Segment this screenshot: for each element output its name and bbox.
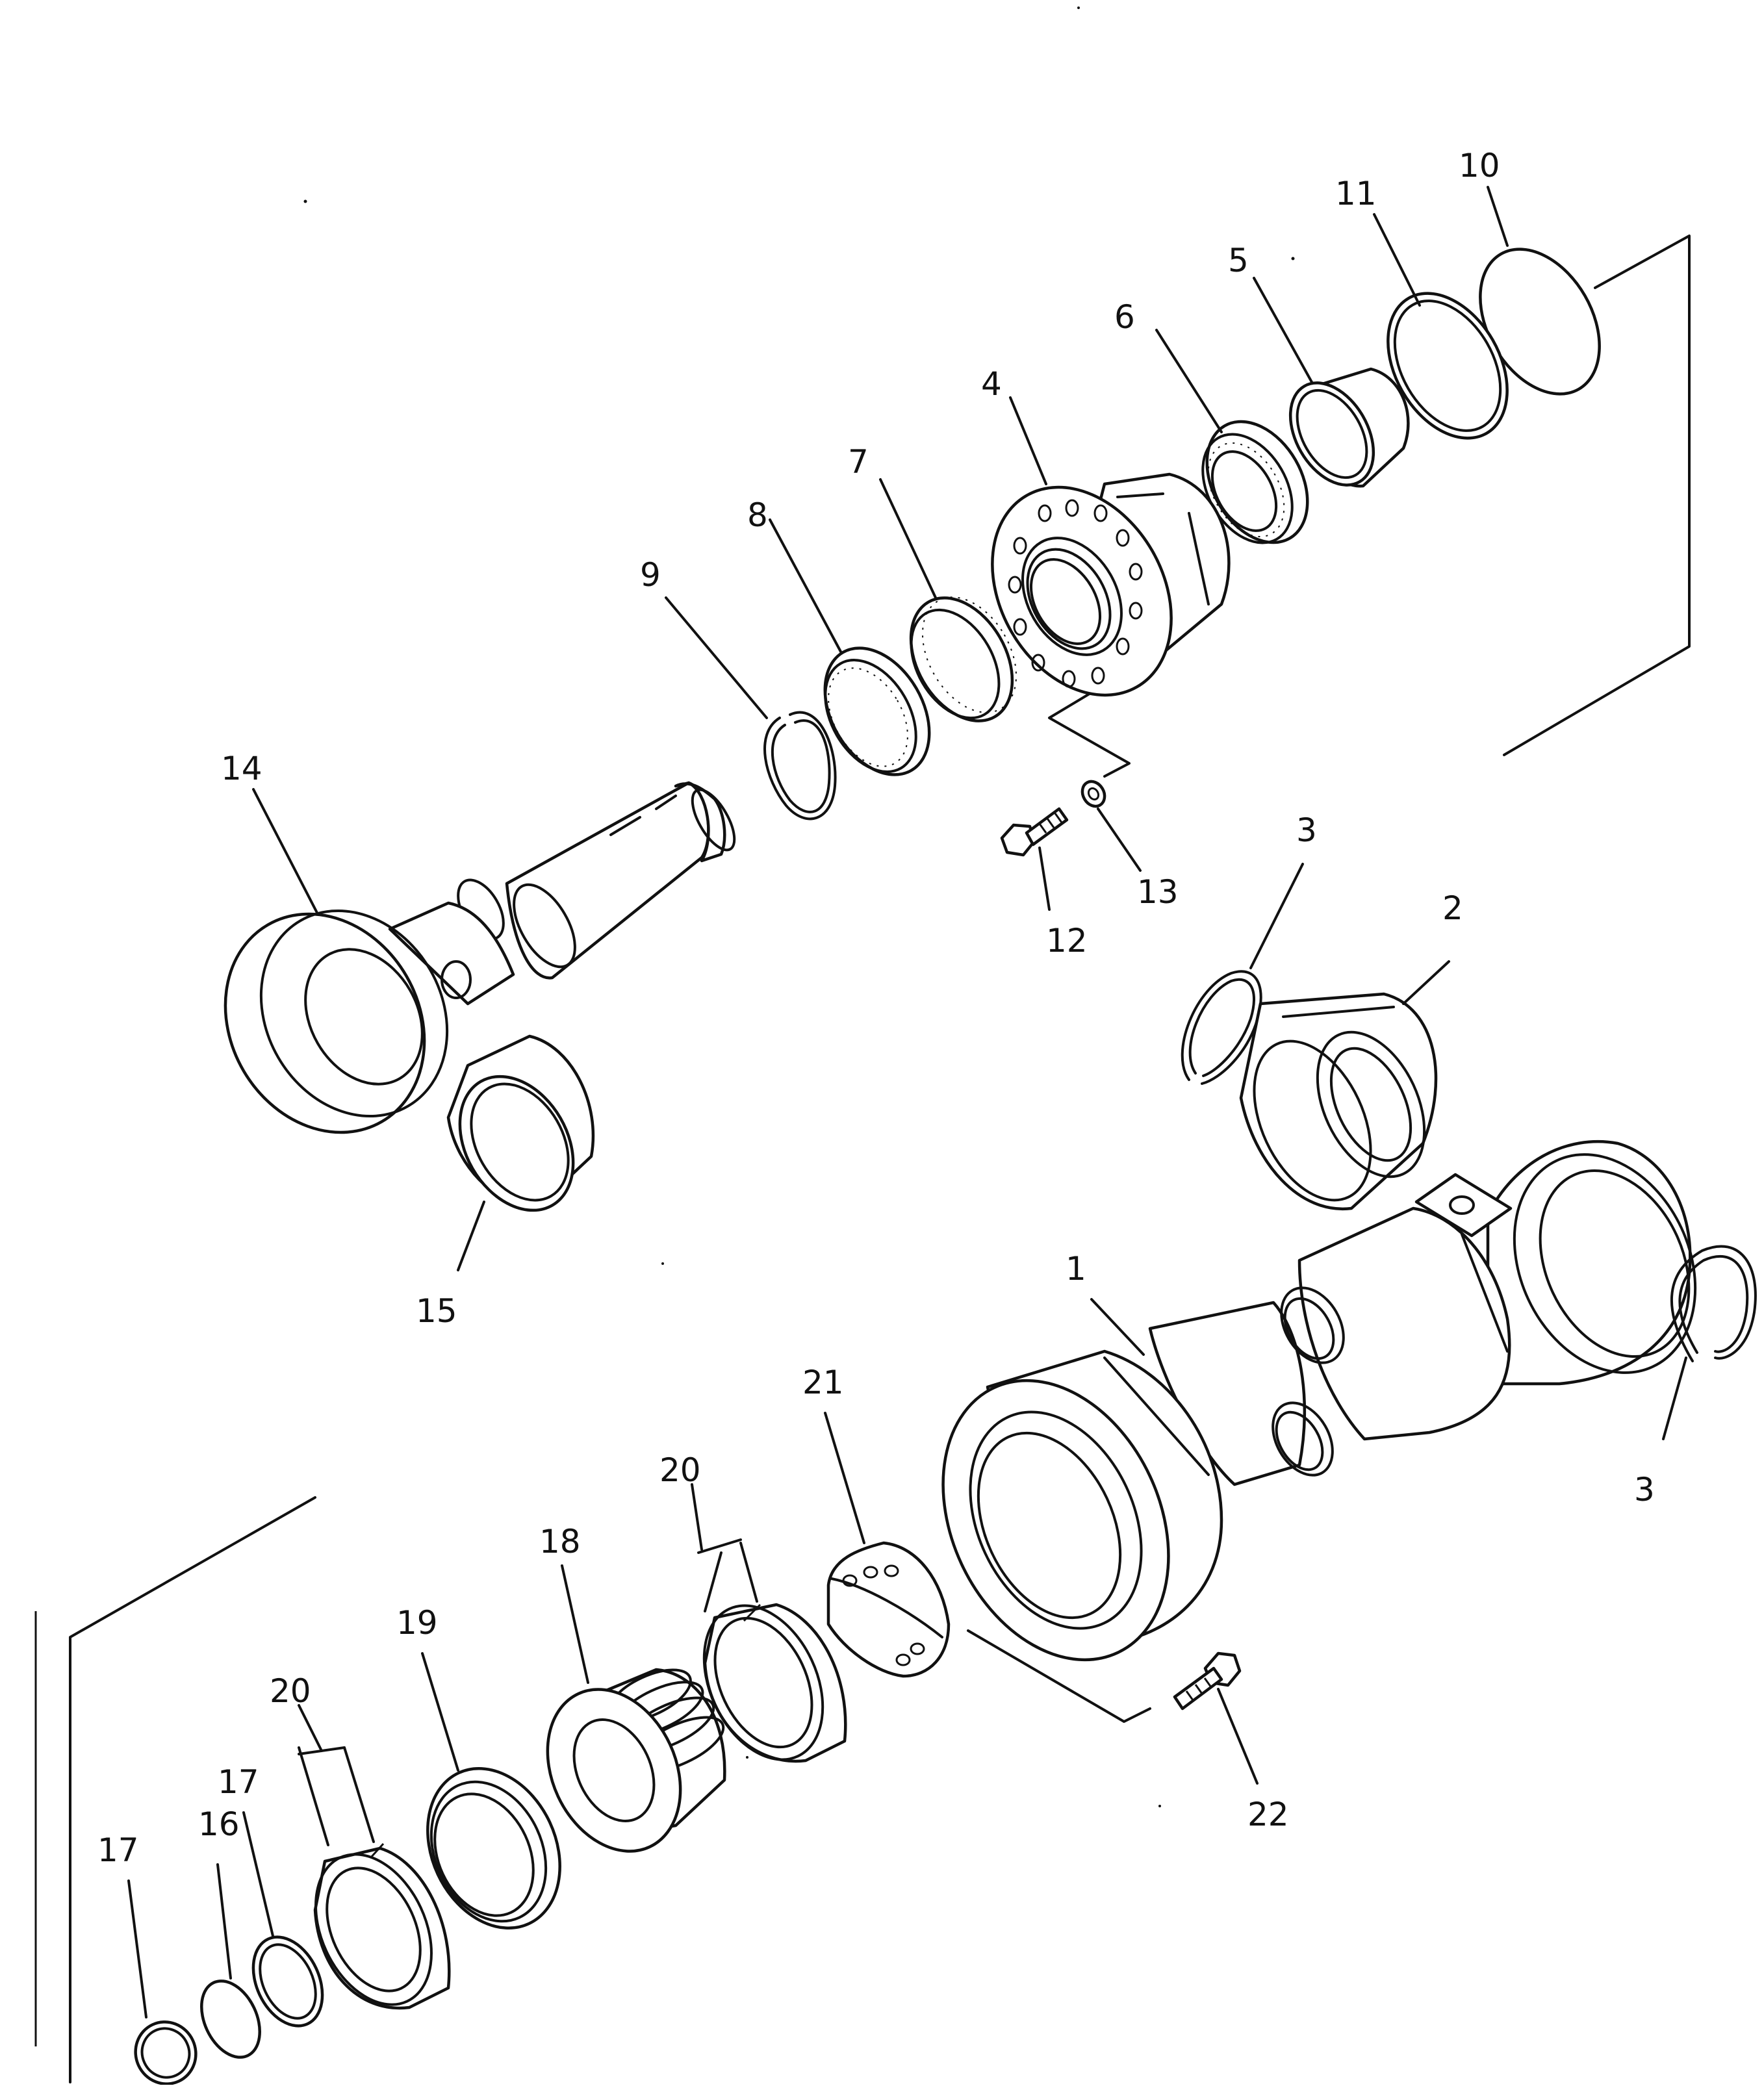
leader-6 [1155, 329, 1223, 433]
leader-1 [1090, 1298, 1145, 1356]
leader-2 [1402, 960, 1450, 1005]
part-12-bolt [1000, 807, 1069, 857]
part-2-bushing [1239, 992, 1438, 1211]
leader-20-upper-c [691, 1483, 703, 1551]
callout-20-lower: 20 [270, 1672, 311, 1710]
part-18-piston [546, 1668, 726, 1853]
head-bolt-holes [1008, 499, 1143, 688]
part-3-snap-ring-upper [1181, 970, 1262, 1085]
callout-22: 22 [1247, 1796, 1289, 1833]
part-7-wear-ring [909, 596, 1017, 722]
callout-3-upper: 3 [1296, 811, 1317, 849]
part-20-piston-ring-lower [313, 1842, 451, 2010]
leader-20-lower-b [343, 1746, 375, 1843]
part-15-bushing [446, 1034, 595, 1212]
part-13-washer [1080, 780, 1106, 808]
part-19-wear-ring [426, 1766, 561, 1930]
callout-17-right: 17 [218, 1763, 259, 1801]
leader-14 [252, 788, 318, 914]
part-11-backup-ring [1387, 292, 1509, 440]
part-1-cylinder-tube [941, 1139, 1697, 1662]
callout-21: 21 [802, 1364, 844, 1401]
part-21-piston-nut [826, 1541, 951, 1678]
part-17-backup-ring-upper [251, 1935, 324, 2028]
callout-20-upper: 20 [659, 1451, 701, 1489]
bolt-reference-line-12-13 [1048, 687, 1131, 778]
part-16-o-ring [200, 1980, 261, 2059]
bolt-reference-line-22 [967, 1629, 1151, 1723]
part-17-backup-ring-lower [134, 2020, 198, 2085]
leader-5 [1253, 277, 1314, 385]
leader-15 [457, 1201, 485, 1271]
callout-8: 8 [747, 496, 768, 534]
callout-12: 12 [1046, 922, 1088, 960]
callout-17-left: 17 [97, 1831, 139, 1869]
callout-19: 19 [396, 1604, 438, 1642]
part-8-rod-packing [823, 646, 931, 776]
leader-22 [1217, 1688, 1259, 1785]
part-3-snap-ring-lower [1670, 1245, 1757, 1362]
leader-11 [1373, 213, 1421, 307]
part-20-piston-ring-upper [702, 1603, 847, 1763]
leader-12 [1038, 847, 1051, 911]
callout-7: 7 [848, 443, 869, 481]
callout-9: 9 [640, 556, 661, 594]
assembly-bracket-lower [34, 1496, 316, 2083]
leader-19 [421, 1652, 459, 1772]
leader-17-left [127, 1879, 147, 2018]
leader-20-upper-b [739, 1542, 758, 1603]
callout-18: 18 [539, 1523, 581, 1560]
part-22-bolt [1173, 1651, 1242, 1711]
leader-3-lower [1662, 1356, 1687, 1440]
callout-15: 15 [416, 1292, 457, 1330]
assembly-bracket-upper [1503, 235, 1691, 756]
leader-9 [665, 596, 768, 719]
callout-4: 4 [981, 365, 1002, 403]
callout-3-lower: 3 [1634, 1471, 1655, 1509]
part-9-snap-ring [763, 711, 837, 821]
callout-11: 11 [1335, 175, 1377, 212]
callout-10: 10 [1459, 147, 1500, 185]
callout-5: 5 [1228, 242, 1249, 279]
scan-specks [303, 6, 1295, 1807]
callout-14: 14 [221, 750, 262, 787]
leader-20-lower-c [298, 1704, 323, 1752]
callout-16: 16 [198, 1805, 240, 1843]
callout-labels: 1 2 3 3 4 5 6 7 8 9 10 11 12 13 14 15 16… [97, 147, 1655, 1869]
leader-7 [879, 478, 937, 599]
leader-4 [1009, 396, 1047, 485]
leader-17-right [242, 1811, 274, 1937]
leader-13 [1097, 808, 1142, 872]
leader-10 [1487, 186, 1509, 247]
leader-3-upper [1249, 863, 1304, 969]
callout-13: 13 [1137, 873, 1179, 911]
leader-20-upper-box [697, 1538, 742, 1554]
leader-8 [769, 518, 843, 654]
part-14-piston-rod [224, 781, 736, 1134]
leader-lines [127, 186, 1687, 2018]
callout-1: 1 [1066, 1250, 1086, 1288]
callout-2: 2 [1442, 889, 1463, 927]
leader-20-lower-a [298, 1746, 329, 1846]
part-5-bushing [1288, 367, 1410, 488]
leader-16 [216, 1863, 232, 1980]
leader-21 [824, 1412, 865, 1544]
leader-18 [561, 1564, 589, 1684]
leader-20-upper-a [704, 1551, 722, 1612]
callout-6: 6 [1114, 298, 1135, 336]
part-4-cylinder-head [991, 472, 1231, 697]
